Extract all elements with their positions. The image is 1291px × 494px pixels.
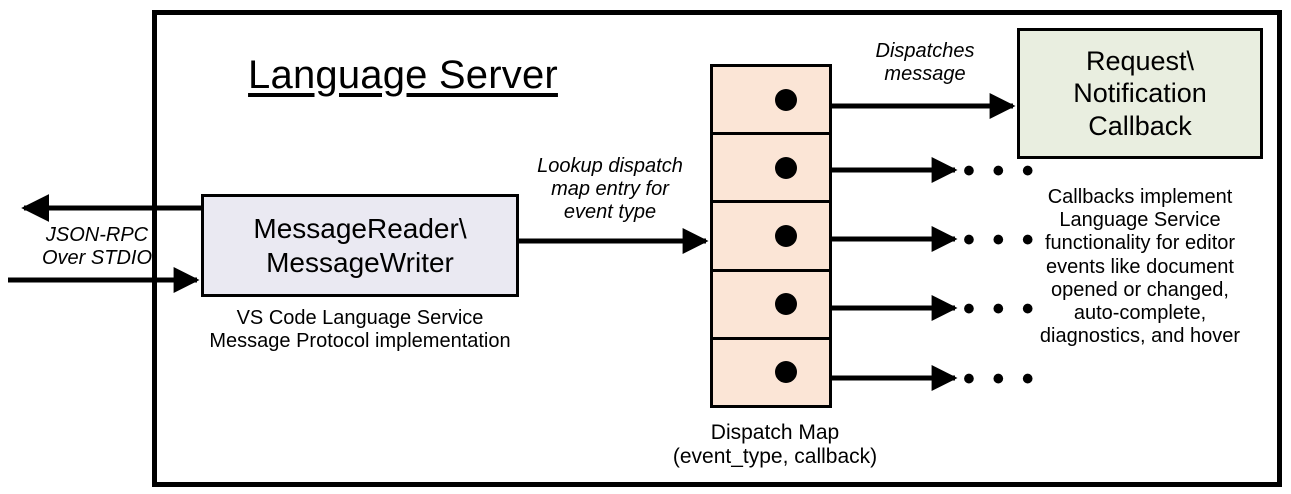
dispatch-map-row[interactable] xyxy=(713,340,829,405)
jsonrpc-transport-label: JSON-RPC Over STDIO xyxy=(41,224,152,270)
dispatch-map-table[interactable] xyxy=(710,64,832,408)
dispatch-ellipsis-4: • • • xyxy=(963,290,1038,328)
language-server-frame xyxy=(152,10,1282,487)
message-reader-writer-label: MessageReader\ MessageWriter xyxy=(253,212,467,278)
dispatch-map-caption: Dispatch Map (event_type, callback) xyxy=(672,421,878,469)
dispatch-ellipsis-5: • • • xyxy=(963,360,1038,398)
dispatches-message-label: Dispatches message xyxy=(875,40,975,86)
message-reader-writer-box[interactable]: MessageReader\ MessageWriter xyxy=(201,194,519,297)
dispatch-entry-dot-icon xyxy=(775,293,797,316)
dispatch-ellipsis-2: • • • xyxy=(963,152,1038,190)
callback-description: Callbacks implement Language Service fun… xyxy=(1039,186,1241,348)
dispatch-ellipsis-3: • • • xyxy=(963,221,1038,259)
request-notification-callback-label: Request\ Notification Callback xyxy=(1073,45,1207,141)
dispatch-entry-dot-icon xyxy=(775,361,797,384)
dispatch-map-row[interactable] xyxy=(713,203,829,272)
dispatch-entry-dot-icon xyxy=(775,88,797,111)
message-reader-writer-caption: VS Code Language Service Message Protoco… xyxy=(209,307,511,353)
dispatch-map-row[interactable] xyxy=(713,67,829,136)
dispatch-map-row[interactable] xyxy=(713,135,829,204)
request-notification-callback-box[interactable]: Request\ Notification Callback xyxy=(1017,28,1263,159)
dispatch-entry-dot-icon xyxy=(775,156,797,179)
diagram-title: Language Server xyxy=(248,53,558,97)
dispatch-map-row[interactable] xyxy=(713,272,829,340)
lookup-dispatch-label: Lookup dispatch map entry for event type xyxy=(537,155,683,224)
dispatch-entry-dot-icon xyxy=(775,225,797,247)
